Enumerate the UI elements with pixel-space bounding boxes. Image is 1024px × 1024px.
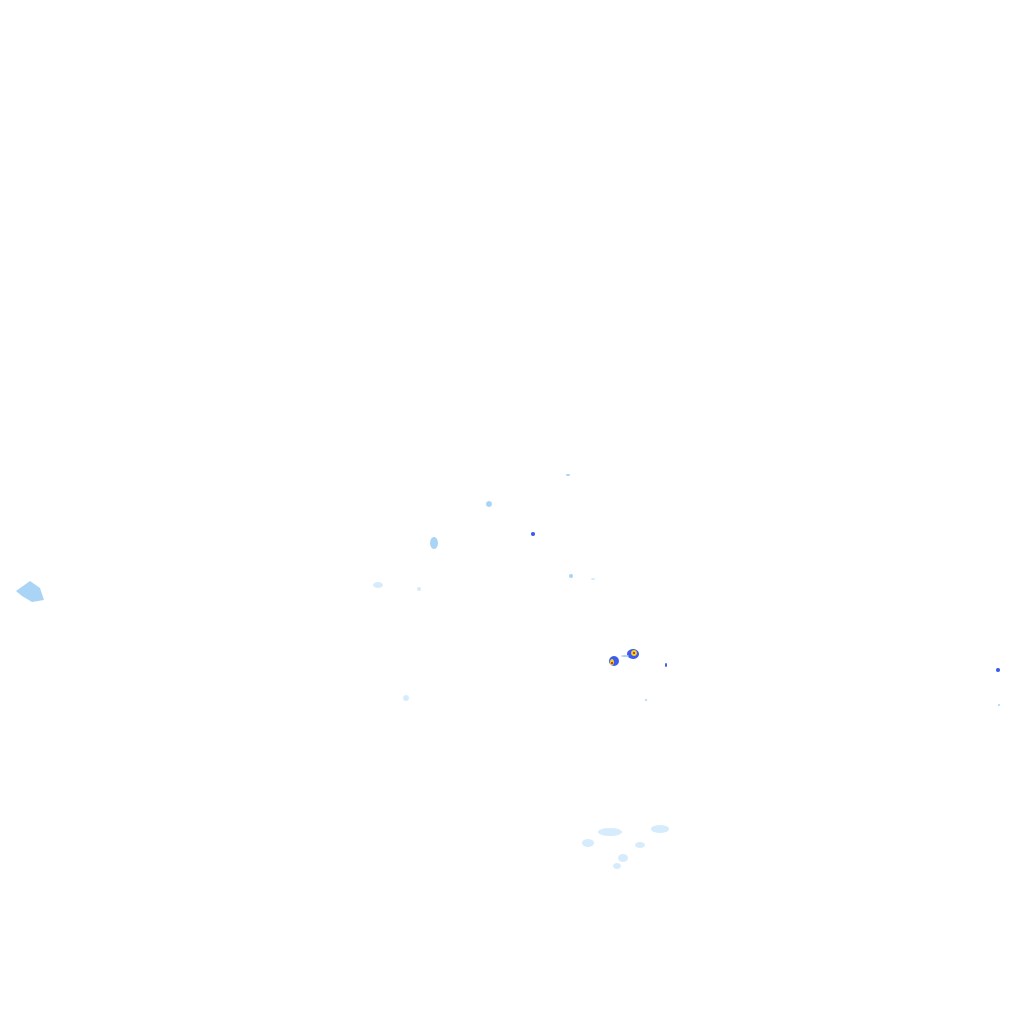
echo <box>569 574 573 578</box>
echo <box>566 474 570 476</box>
storm-core <box>633 652 635 654</box>
echo <box>430 537 438 549</box>
echo-south <box>613 863 621 869</box>
echo <box>621 655 629 657</box>
echo <box>486 501 492 507</box>
echo-south <box>582 839 594 847</box>
echo <box>403 695 409 701</box>
echo-south <box>598 828 622 836</box>
echo-south <box>635 842 645 848</box>
echo <box>373 582 383 588</box>
echo-south <box>618 854 628 862</box>
echo <box>417 587 421 591</box>
echo <box>998 704 1000 706</box>
echo <box>645 699 647 701</box>
echo <box>591 578 595 580</box>
echo <box>996 668 1000 672</box>
echo <box>665 663 667 667</box>
echo-west <box>16 581 44 602</box>
echo-south <box>651 825 669 833</box>
storm-core <box>611 662 613 664</box>
echo <box>531 532 535 536</box>
